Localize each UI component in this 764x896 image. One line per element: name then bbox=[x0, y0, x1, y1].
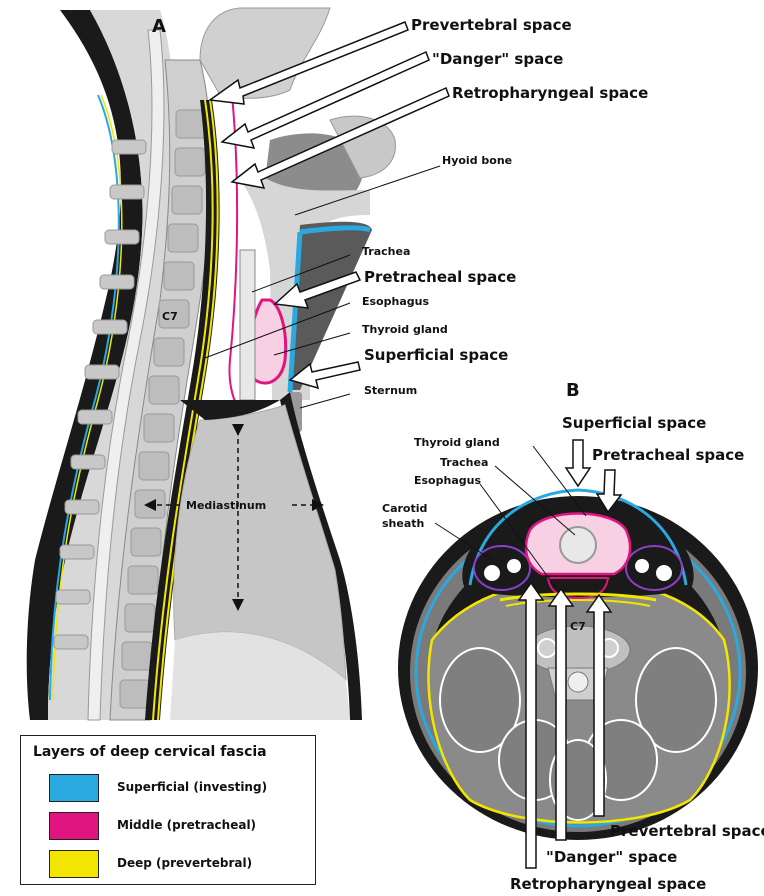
label-superficial-b: Superficial space bbox=[562, 414, 706, 432]
label-thyroid-a: Thyroid gland bbox=[362, 323, 448, 336]
label-c7-a: C7 bbox=[162, 310, 178, 323]
legend-box: Layers of deep cervical fascia Superfici… bbox=[20, 735, 316, 885]
carotid-sheath-right bbox=[626, 546, 682, 590]
label-retropharyngeal-a: Retropharyngeal space bbox=[452, 84, 648, 102]
legend-swatch-superficial bbox=[49, 774, 99, 802]
axial-trachea bbox=[560, 527, 596, 563]
legend-item-deep: Deep (prevertebral) bbox=[49, 850, 309, 878]
label-hyoid-bone: Hyoid bone bbox=[442, 154, 512, 167]
label-superficial-a: Superficial space bbox=[364, 346, 508, 364]
label-pretracheal-a: Pretracheal space bbox=[364, 268, 516, 286]
carotid-sheath-left bbox=[474, 546, 530, 590]
label-thyroid-b: Thyroid gland bbox=[414, 436, 500, 449]
label-danger-a: "Danger" space bbox=[432, 50, 563, 68]
label-esophagus-a: Esophagus bbox=[362, 295, 429, 308]
panel-b-label: B bbox=[566, 380, 580, 401]
label-trachea-b: Trachea bbox=[440, 456, 488, 469]
legend-label-middle: Middle (pretracheal) bbox=[117, 818, 256, 832]
trachea-tube bbox=[240, 250, 255, 400]
label-esophagus-b: Esophagus bbox=[414, 474, 481, 487]
panel-a-label: A bbox=[152, 16, 166, 37]
label-trachea-a: Trachea bbox=[362, 245, 410, 258]
legend-swatch-middle bbox=[49, 812, 99, 840]
legend-item-superficial: Superficial (investing) bbox=[49, 774, 309, 802]
legend-title: Layers of deep cervical fascia bbox=[33, 744, 267, 760]
label-prevertebral-b: Prevertebral space bbox=[610, 822, 764, 840]
legend-label-superficial: Superficial (investing) bbox=[117, 780, 267, 794]
label-mediastinum: Mediastinum bbox=[186, 499, 266, 512]
label-carotid-line2: sheath bbox=[382, 517, 424, 530]
axial-section: B Superficial space Thyroid gland Pretra… bbox=[382, 380, 764, 893]
arrow-superficial-b bbox=[566, 440, 590, 486]
label-c7-b: C7 bbox=[570, 620, 586, 633]
legend-swatch-deep bbox=[49, 850, 99, 878]
label-prevertebral-a: Prevertebral space bbox=[411, 16, 572, 34]
label-retropharyngeal-b: Retropharyngeal space bbox=[510, 875, 706, 893]
legend-label-deep: Deep (prevertebral) bbox=[117, 856, 252, 870]
label-danger-b: "Danger" space bbox=[546, 848, 677, 866]
label-sternum: Sternum bbox=[364, 384, 417, 397]
legend-item-middle: Middle (pretracheal) bbox=[49, 812, 309, 840]
label-pretracheal-b: Pretracheal space bbox=[592, 446, 744, 464]
label-carotid-line1: Carotid bbox=[382, 502, 427, 515]
